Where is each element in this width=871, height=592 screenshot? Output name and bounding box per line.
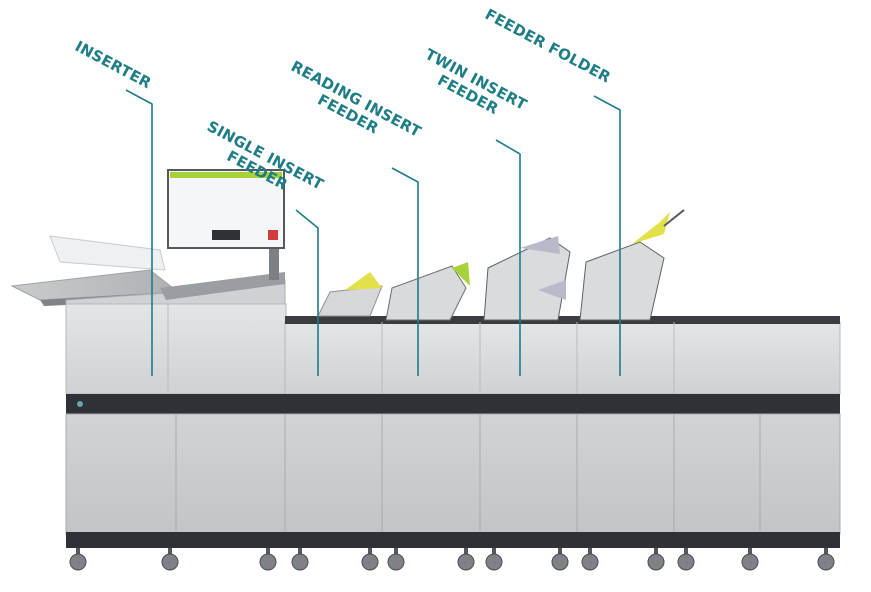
feeder-modules <box>284 209 841 395</box>
wheel-stem <box>266 548 270 554</box>
wheel-stem <box>394 548 398 554</box>
wheel-stem <box>298 548 302 554</box>
caster-wheel <box>387 553 405 571</box>
leader-line-inserter <box>125 89 153 376</box>
caster-wheel <box>485 553 503 571</box>
caster-wheel <box>581 553 599 571</box>
caster-wheel <box>69 553 87 571</box>
wheel-stem <box>168 548 172 554</box>
wheel-stem <box>464 548 468 554</box>
wheel-stem <box>558 548 562 554</box>
caster-wheel <box>361 553 379 571</box>
caster-wheel <box>647 553 665 571</box>
status-indicator-icon <box>77 401 83 407</box>
wheel-stem <box>748 548 752 554</box>
leader-line-feeder-folder <box>593 95 621 376</box>
wheel-stem <box>684 548 688 554</box>
wheel-stem <box>654 548 658 554</box>
dark-band <box>66 394 840 414</box>
caster-wheel <box>817 553 835 571</box>
leader-line-twin-insert-feeder <box>495 139 521 376</box>
caster-wheel <box>551 553 569 571</box>
wheels <box>69 548 835 571</box>
caster-wheel <box>741 553 759 571</box>
wheel-stem <box>368 548 372 554</box>
wheel-stem <box>76 548 80 554</box>
cabinets <box>65 413 841 548</box>
wheel-stem <box>824 548 828 554</box>
leader-line-reading-insert-feeder <box>391 167 419 376</box>
caster-wheel <box>291 553 309 571</box>
caster-wheel <box>161 553 179 571</box>
leader-lines <box>125 89 621 376</box>
wheel-stem <box>492 548 496 554</box>
caster-wheel <box>457 553 475 571</box>
leader-line-single-insert-feeder <box>295 209 319 376</box>
wheel-stem <box>588 548 592 554</box>
caster-wheel <box>677 553 695 571</box>
caster-wheel <box>259 553 277 571</box>
